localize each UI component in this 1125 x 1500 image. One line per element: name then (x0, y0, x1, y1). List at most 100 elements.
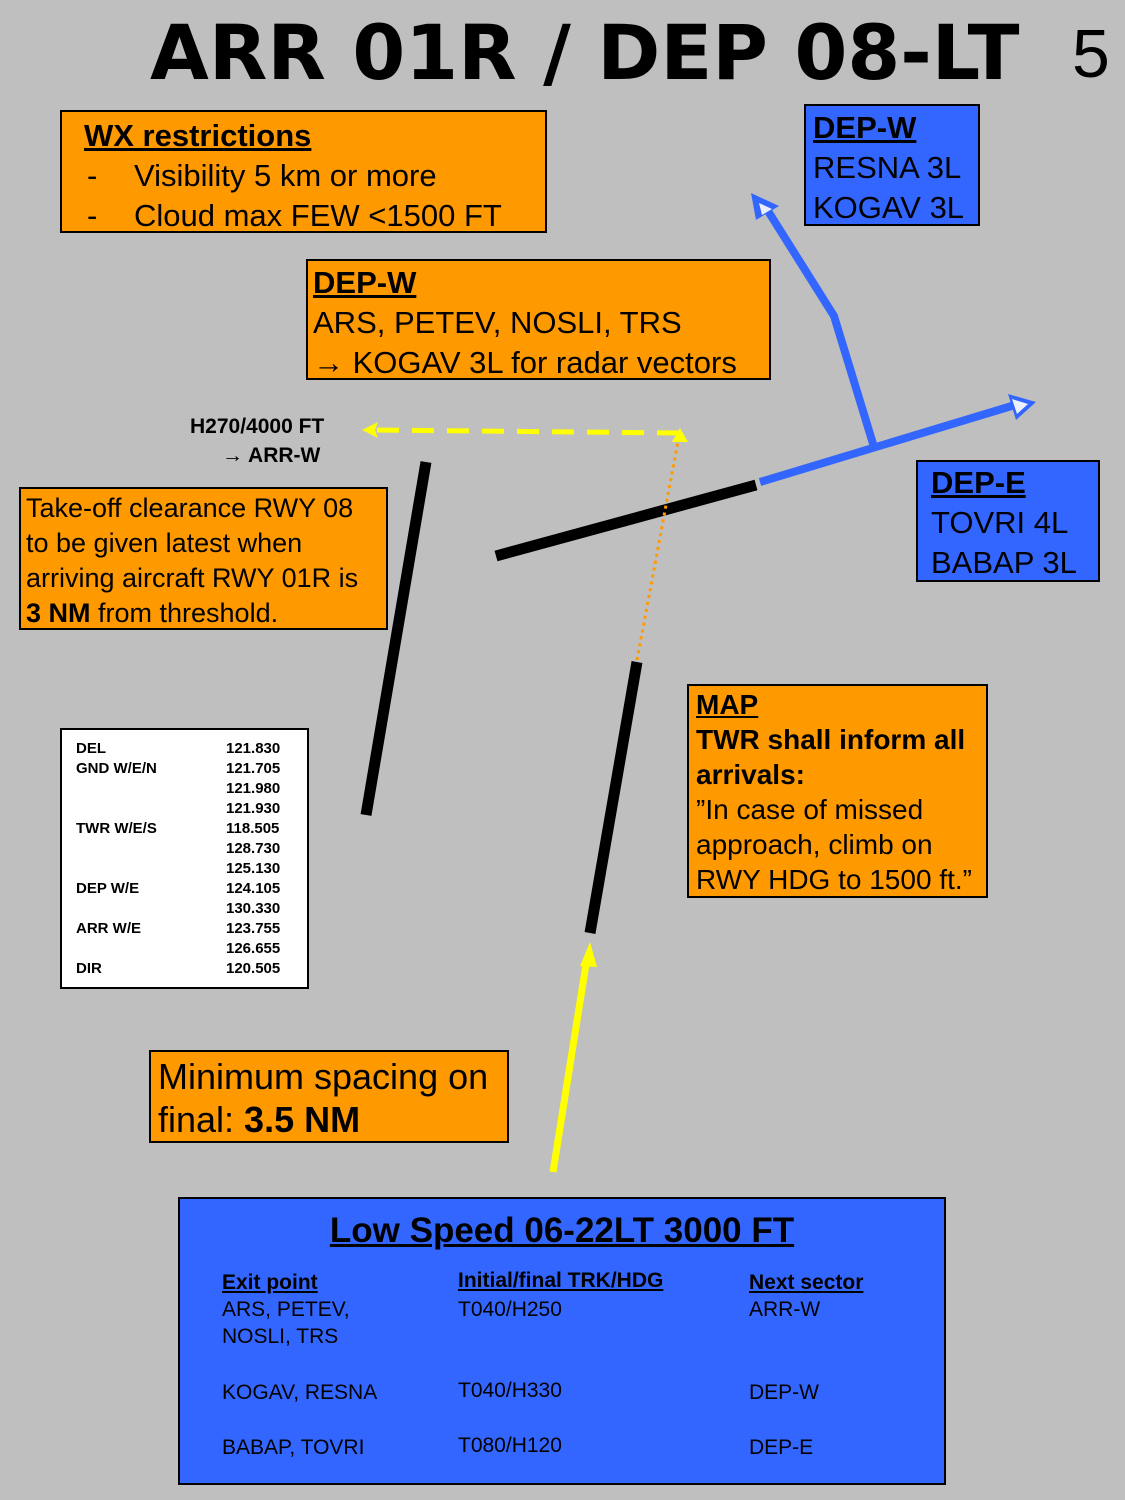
go-around-label: H270/4000 FT → ARR-W (190, 412, 324, 470)
frequency-value: 121.830 (226, 740, 281, 757)
departure-path-west (764, 208, 878, 449)
low-speed-box: Low Speed 06-22LT 3000 FT Exit point Ini… (178, 1197, 946, 1485)
frequency-value: 121.705 (226, 760, 281, 777)
frequency-value: 130.330 (226, 900, 281, 917)
min-spacing-line2: final: 3.5 NM (158, 1098, 507, 1141)
missed-approach-box: MAP TWR shall inform all arrivals: ”In c… (687, 684, 988, 898)
frequency-label (76, 939, 226, 959)
frequency-label (76, 859, 226, 879)
frequency-row: 128.730 (76, 839, 307, 859)
frequency-row: 125.130 (76, 859, 307, 879)
frequency-value: 121.930 (226, 800, 281, 817)
map-bold-line1: TWR shall inform all (696, 724, 966, 755)
wx-item: - Cloud max FEW <1500 FT (84, 196, 545, 236)
runway-01r (584, 661, 643, 934)
departure-path-east (758, 401, 1017, 486)
frequency-label: DIR (76, 960, 102, 977)
map-heading: MAP (696, 689, 759, 720)
frequency-value: 120.505 (226, 960, 281, 977)
trk-hdg-cell: T040/H250 (458, 1298, 562, 1321)
takeoff-line4-rest: from threshold. (90, 598, 279, 628)
wx-item-dash: - (87, 158, 98, 193)
dep-e-blue-line2: BABAP 3L (931, 545, 1077, 580)
dep-e-blue-heading: DEP-E (931, 465, 1026, 500)
map-line2: approach, climb on (696, 829, 933, 860)
missed-approach-path (635, 435, 681, 661)
arrival-path (549, 957, 591, 1173)
exit-point-cell: NOSLI, TRS (222, 1325, 339, 1348)
takeoff-line4: 3 NM from threshold. (26, 596, 386, 631)
takeoff-line1: Take-off clearance RWY 08 (26, 493, 354, 523)
dep-w-blue-line2: KOGAV 3L (813, 190, 965, 225)
frequency-value: 126.655 (226, 940, 281, 957)
map-bold-line2: arrivals: (696, 759, 805, 790)
min-spacing-prefix: final: (158, 1099, 245, 1140)
exit-point-cell: BABAP, TOVRI (222, 1436, 365, 1459)
runway-08 (494, 479, 758, 562)
frequency-label (76, 899, 226, 919)
frequency-row: TWR W/E/S 118.505 (76, 819, 307, 839)
frequency-value: 125.130 (226, 860, 281, 877)
min-spacing-box: Minimum spacing on final: 3.5 NM (149, 1050, 509, 1143)
map-line1: ”In case of missed (696, 794, 924, 825)
dep-w-blue-box: DEP-W RESNA 3L KOGAV 3L (804, 104, 980, 226)
page-title: ARR 01R / DEP 08-LT (150, 8, 1020, 97)
frequency-value: 118.505 (226, 820, 280, 837)
frequency-value: 121.980 (226, 780, 281, 797)
go-around-arrowhead (362, 422, 378, 438)
frequency-row: DEL 121.830 (76, 739, 307, 759)
exit-point-cell: ARS, PETEV, (222, 1298, 350, 1321)
runway-left (360, 461, 432, 816)
col-header-trk-hdg: Initial/final TRK/HDG (458, 1269, 664, 1292)
frequency-row: 121.980 (76, 779, 307, 799)
dep-w-blue-heading: DEP-W (813, 110, 917, 145)
wx-restrictions-box: WX restrictions - Visibility 5 km or mor… (60, 110, 547, 233)
wx-item-dash: - (87, 198, 98, 233)
go-around-label-line1: H270/4000 FT (190, 415, 325, 438)
wx-item: - Visibility 5 km or more (84, 156, 545, 196)
next-sector-cell: DEP-W (749, 1381, 819, 1404)
frequency-row: 126.655 (76, 939, 307, 959)
arrival-arrowhead (580, 942, 597, 967)
dep-w-orange-box: DEP-W ARS, PETEV, NOSLI, TRS → KOGAV 3L … (306, 259, 771, 380)
takeoff-clearance-box: Take-off clearance RWY 08 to be given la… (19, 487, 388, 630)
frequency-label: ARR W/E (76, 920, 141, 937)
trk-hdg-cell: T080/H120 (458, 1434, 562, 1457)
dep-w-orange-line2: → KOGAV 3L for radar vectors (313, 345, 737, 380)
dep-w-blue-line1: RESNA 3L (813, 150, 962, 185)
frequency-row: 130.330 (76, 899, 307, 919)
frequency-row: ARR W/E 123.755 (76, 919, 307, 939)
map-line3: RWY HDG to 1500 ft.” (696, 864, 972, 895)
go-around-path (373, 427, 680, 436)
dep-e-blue-line1: TOVRI 4L (931, 505, 1069, 540)
frequency-row: DIR 120.505 (76, 959, 307, 979)
frequency-label (76, 799, 226, 819)
departure-west-arrowhead-inner (759, 203, 772, 215)
low-speed-heading: Low Speed 06-22LT 3000 FT (329, 1211, 795, 1250)
go-around-label-line2: → ARR-W (222, 444, 321, 467)
col-header-exit-point: Exit point (222, 1271, 318, 1294)
frequency-label (76, 779, 226, 799)
frequency-value: 123.755 (226, 920, 281, 937)
go-around-arrowhead-top (672, 428, 688, 442)
min-spacing-line1: Minimum spacing on (158, 1056, 489, 1097)
frequency-label: DEP W/E (76, 880, 140, 897)
frequency-label: DEL (76, 740, 106, 757)
dep-w-orange-line1: ARS, PETEV, NOSLI, TRS (313, 305, 682, 340)
trk-hdg-cell: T040/H330 (458, 1379, 562, 1402)
dep-w-orange-heading: DEP-W (313, 265, 417, 300)
low-speed-table: Exit point Initial/final TRK/HDG Next se… (180, 1199, 944, 1483)
takeoff-line3: arriving aircraft RWY 01R is (26, 563, 359, 593)
frequency-label: TWR W/E/S (76, 820, 157, 837)
min-spacing-value: 3.5 NM (244, 1099, 361, 1140)
frequency-value: 128.730 (226, 840, 281, 857)
dep-e-blue-box: DEP-E TOVRI 4L BABAP 3L (916, 460, 1100, 582)
frequency-label (76, 839, 226, 859)
wx-heading: WX restrictions (84, 118, 312, 153)
next-sector-cell: DEP-E (749, 1436, 814, 1459)
takeoff-distance: 3 NM (26, 598, 91, 628)
